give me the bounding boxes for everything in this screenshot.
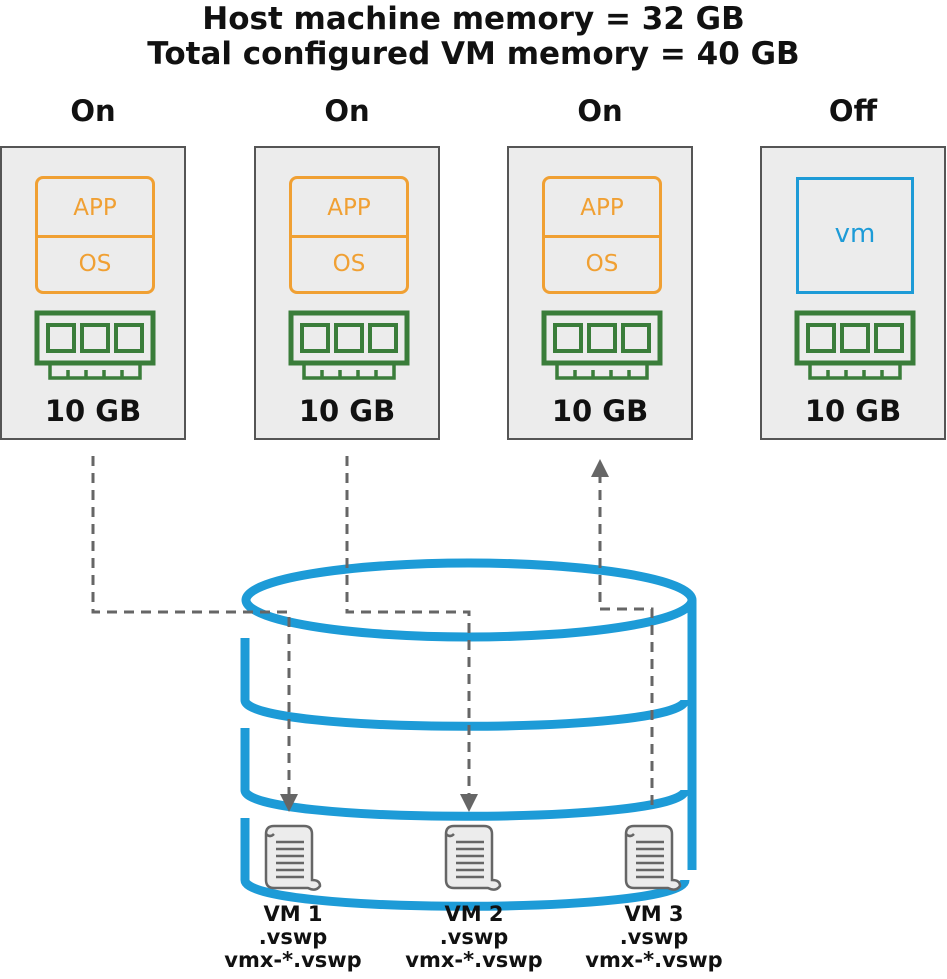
app-label: APP [580,195,624,221]
swap-path-vm-2 [345,456,478,812]
vm-2-box: APP OS 10 GB [254,146,440,440]
vm-memory-label: 10 GB [551,394,649,428]
swap-path-vm-1 [91,456,298,812]
memory-module-icon [34,310,156,380]
swap-file-vmx: vmx-*.vswp [585,948,723,972]
swap-file-vmx: vmx-*.vswp [224,948,362,972]
app-label: APP [327,195,371,221]
vm-2-state: On [324,94,370,128]
swap-file-name: VM 3 [624,902,684,926]
stack-divider [38,235,152,238]
title-line-1: Host machine memory = 32 GB [202,1,745,37]
vm-1-box: APP OS 10 GB [0,146,186,440]
memory-module-icon [541,310,663,380]
datastore-disk-icon [240,558,697,911]
vm-memory-label: 10 GB [298,394,396,428]
swap-file-label-vm-3: VM 3 .vswp vmx-*.vswp [574,903,734,972]
memory-module-icon [794,310,916,380]
guest-os-stack: APP OS [289,176,409,294]
guest-os-stack: APP OS [542,176,662,294]
document-scroll-icon [444,824,502,891]
swap-file-vmx: vmx-*.vswp [405,948,543,972]
document-scroll-icon [264,824,322,891]
title-line-2: Total configured VM memory = 40 GB [147,36,800,72]
swap-file-name: VM 2 [444,902,504,926]
os-label: OS [332,251,366,277]
swap-file-label-vm-2: VM 2 .vswp vmx-*.vswp [394,903,554,972]
swap-path-vm-3 [591,459,654,805]
swap-file-ext: .vswp [619,925,689,949]
swap-file-ext: .vswp [258,925,328,949]
os-label: OS [585,251,619,277]
vm-memory-label: 10 GB [44,394,142,428]
app-label: APP [73,195,117,221]
vm-4-box: vm 10 GB [760,146,946,440]
swap-file-name: VM 1 [263,902,323,926]
guest-os-stack: APP OS [35,176,155,294]
memory-module-icon [288,310,410,380]
vm-3-box: APP OS 10 GB [507,146,693,440]
os-label: OS [78,251,112,277]
document-scroll-icon [624,824,682,891]
vm-4-state: Off [828,94,878,128]
stack-divider [292,235,406,238]
vm-memory-label: 10 GB [804,394,902,428]
swap-file-label-vm-1: VM 1 .vswp vmx-*.vswp [213,903,373,972]
vm-icon: vm [796,177,914,294]
vm-1-state: On [70,94,116,128]
vm-3-state: On [577,94,623,128]
swap-file-ext: .vswp [439,925,509,949]
stack-divider [545,235,659,238]
